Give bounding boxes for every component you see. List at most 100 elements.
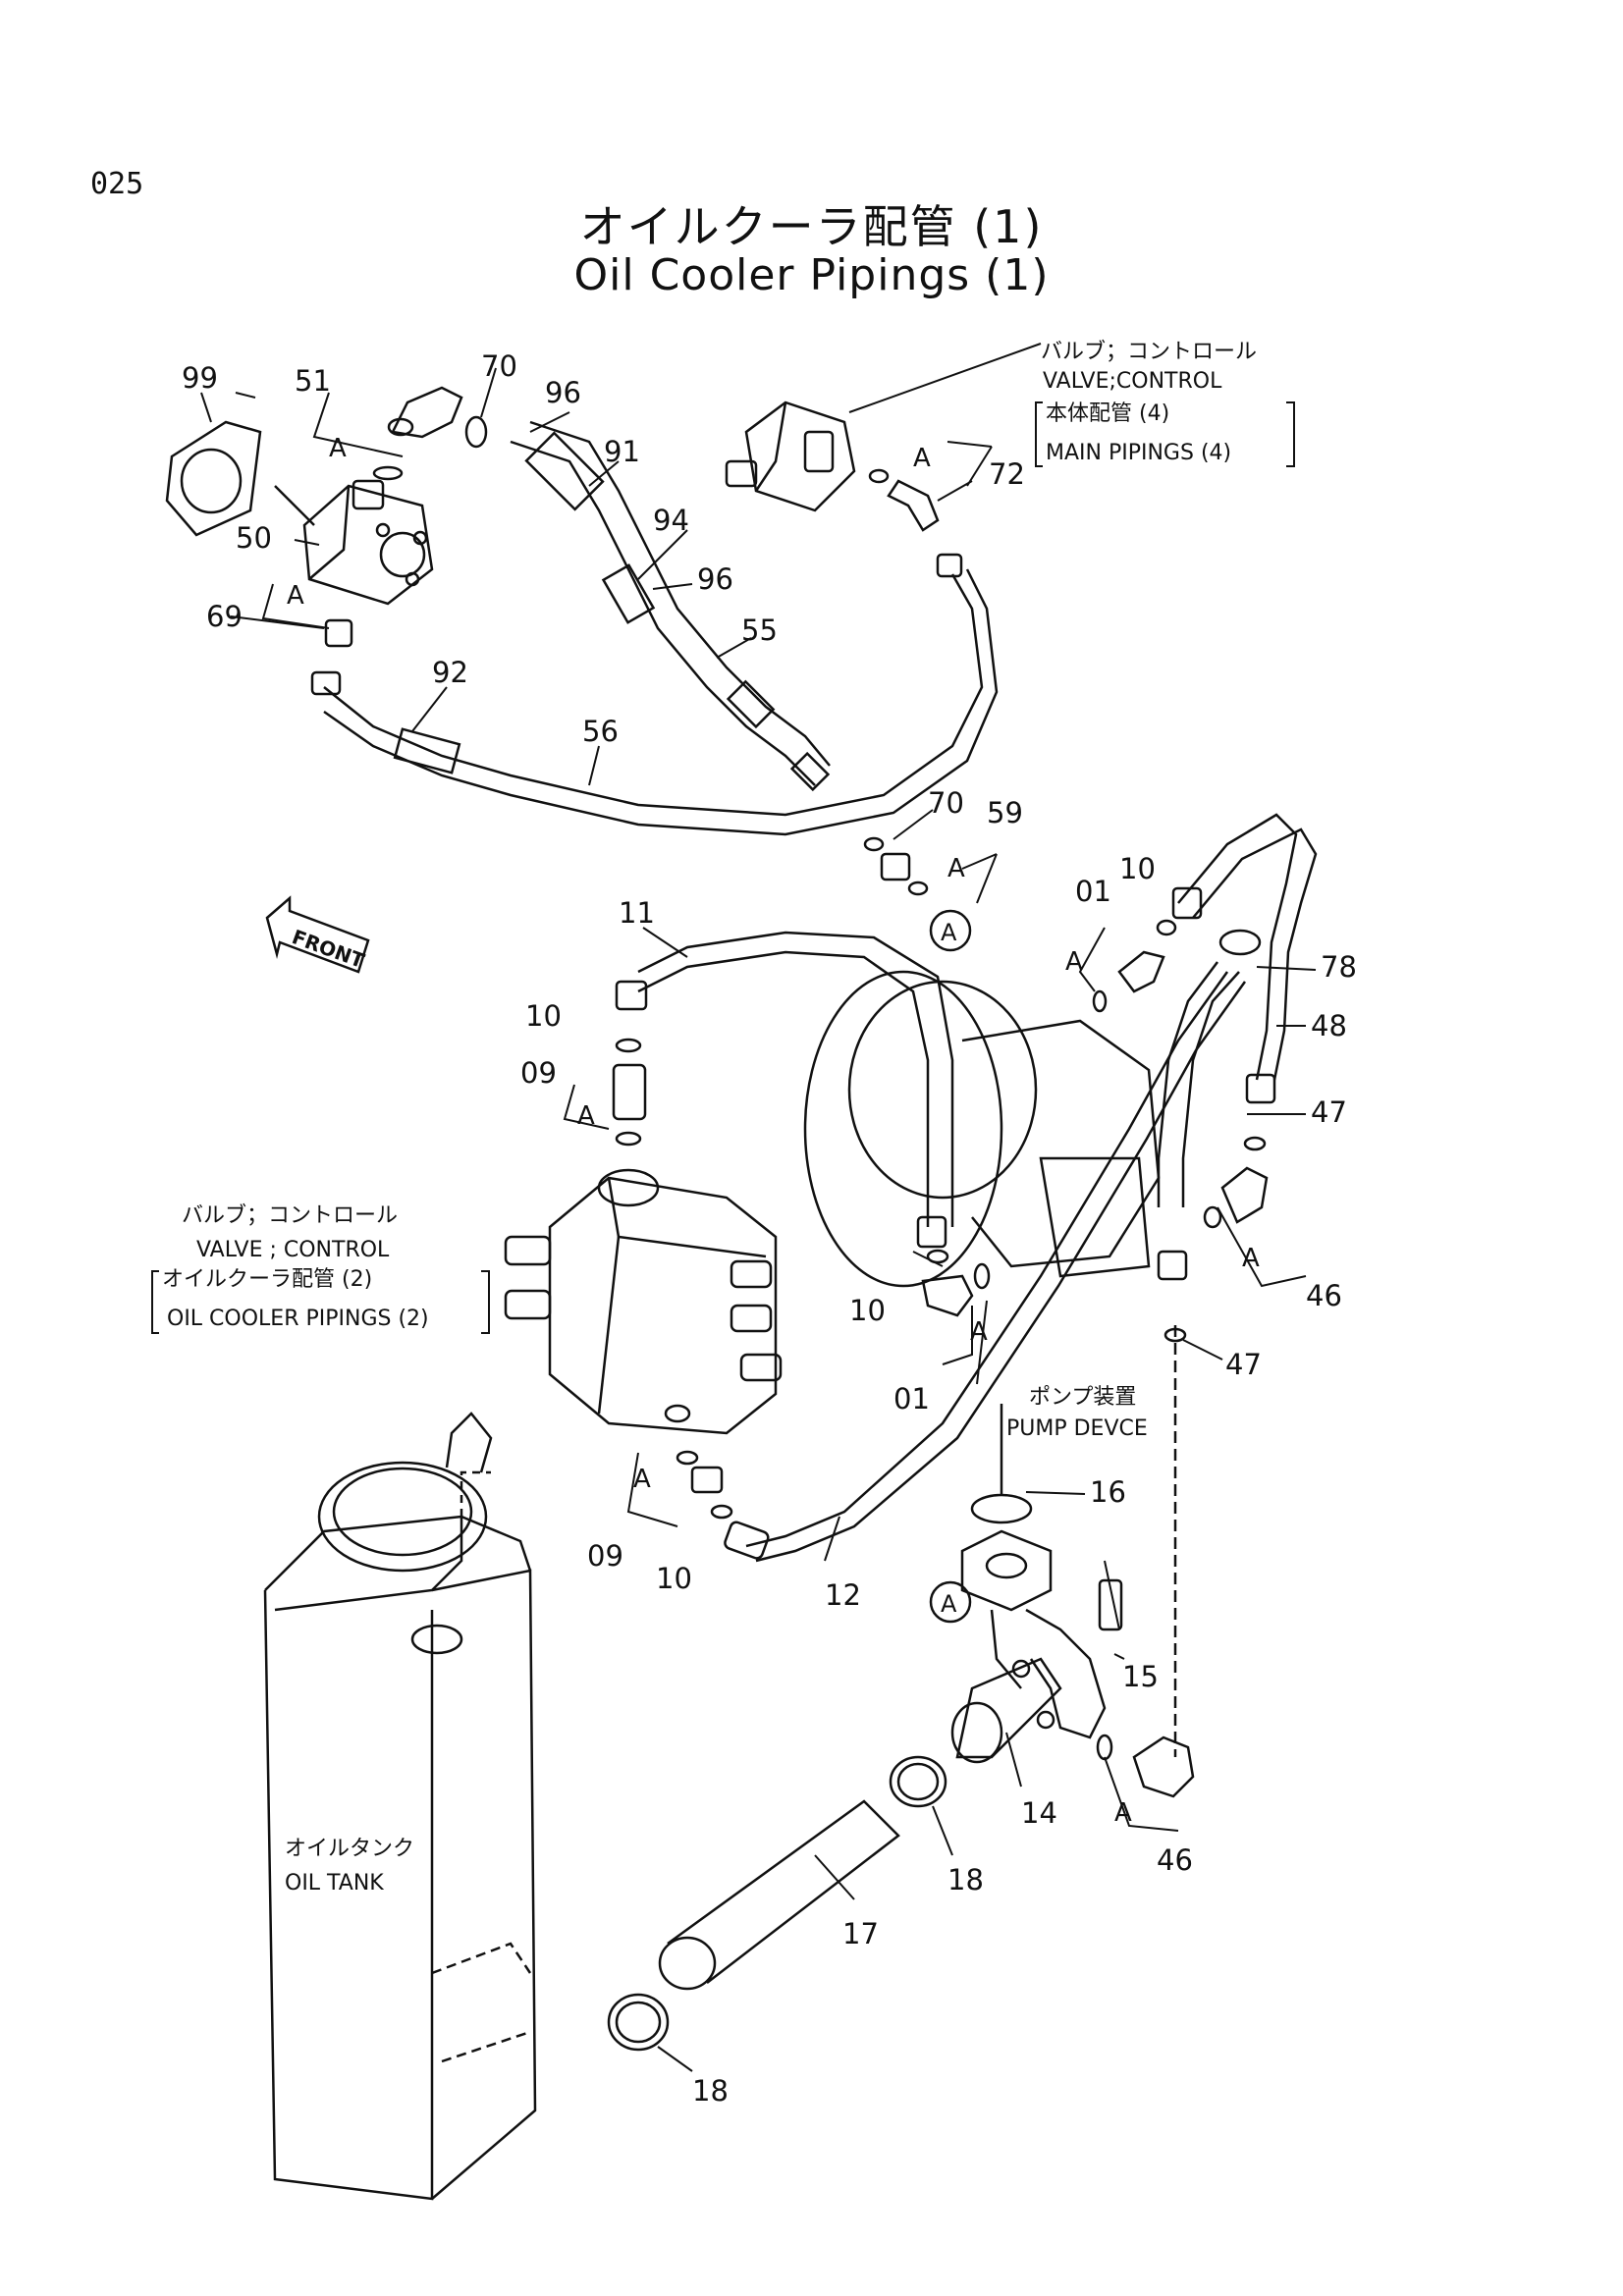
- bolt-15: [1098, 1578, 1123, 1631]
- part-number-56: 56: [582, 715, 619, 748]
- part-number-labels: 99 51 70 96 91 94 96 50 69 55 92 56 72 7…: [182, 349, 1357, 2108]
- part-number-51: 51: [295, 364, 331, 398]
- fitting-09-mid: [612, 1063, 647, 1121]
- part-number-09-b: 09: [587, 1539, 623, 1573]
- part-number-99: 99: [182, 361, 218, 395]
- note-pump-en: PUMP DEVCE: [1006, 1416, 1148, 1441]
- leader-lines: [200, 343, 1317, 2072]
- clamp-18-upper: [889, 1755, 947, 1808]
- ref-a-label-46-lower: A: [1114, 1798, 1132, 1828]
- fitting-69: [324, 618, 353, 648]
- part-number-55: 55: [741, 614, 778, 647]
- note-main-pipings-en: MAIN PIPINGS (4): [1046, 441, 1231, 465]
- oring-09-seal: [615, 1131, 642, 1147]
- bracket-lines: [261, 392, 1307, 1832]
- front-arrow: [265, 895, 370, 974]
- part-number-70-top: 70: [481, 349, 517, 383]
- note-oil-cooler-en: OIL COOLER PIPINGS (2): [167, 1307, 429, 1331]
- hose-56: [310, 553, 999, 836]
- part-number-01-a: 01: [1075, 875, 1111, 908]
- fitting-09-lower: [664, 1404, 733, 1520]
- part-number-10-c: 10: [849, 1294, 886, 1327]
- rubber-hose-17: [658, 1799, 900, 1991]
- part-number-94: 94: [653, 504, 689, 537]
- part-number-50: 50: [236, 521, 272, 555]
- ref-a-label-69: A: [287, 581, 304, 611]
- circle-ref-a-lower: [929, 1580, 972, 1624]
- part-number-16: 16: [1090, 1475, 1126, 1509]
- part-number-78: 78: [1321, 950, 1357, 984]
- ref-a-label-01-upper: A: [1065, 947, 1083, 977]
- oring-16: [970, 1493, 1033, 1524]
- flange-pipe-14: [950, 1529, 1107, 1764]
- part-number-46-b: 46: [1157, 1843, 1193, 1877]
- circle-ref-a-top: [929, 909, 972, 952]
- part-number-47-b: 47: [1225, 1348, 1262, 1381]
- part-number-69: 69: [206, 600, 243, 633]
- ref-a-label-09-upper: A: [577, 1101, 595, 1131]
- ref-a-label-51: A: [329, 434, 347, 463]
- part-number-10-d: 10: [656, 1562, 692, 1595]
- note-tank-en: OIL TANK: [285, 1871, 384, 1896]
- hose-46-vertical: [1157, 961, 1240, 1757]
- part-number-47-a: 47: [1311, 1095, 1347, 1129]
- control-valve-left: [504, 1168, 783, 1435]
- part-number-70-mid: 70: [928, 786, 964, 820]
- ref-a-labels: A A A A A A A A A A: [287, 434, 1260, 1828]
- note-brackets: [151, 401, 1295, 1334]
- elbow-fitting-46-lower: [1096, 1734, 1195, 1798]
- ref-a-label-01-lower: A: [970, 1317, 988, 1347]
- note-main-pipings-jp: 本体配管 (4): [1046, 401, 1169, 426]
- note-oil-cooler-jp: オイルクーラ配管 (2): [162, 1267, 372, 1292]
- ref-a-label-72: A: [913, 444, 931, 473]
- circle-ref-a-lower-label: A: [941, 1590, 957, 1618]
- elbow-fitting-72: [868, 468, 940, 532]
- part-number-59: 59: [987, 796, 1023, 829]
- part-number-17: 17: [842, 1917, 879, 1950]
- part-number-48: 48: [1311, 1009, 1347, 1042]
- fitting-59: [863, 836, 929, 896]
- elbow-fitting-46-right: [1203, 1136, 1269, 1229]
- hose-11: [615, 931, 954, 1249]
- part-number-46-a: 46: [1306, 1279, 1342, 1312]
- part-number-96-top: 96: [545, 376, 581, 409]
- pump-device: [803, 970, 1161, 1288]
- ref-a-label-46-right: A: [1242, 1244, 1260, 1273]
- part-number-10-b: 10: [1119, 852, 1156, 885]
- part-number-91: 91: [604, 435, 640, 468]
- page-number: 025: [90, 167, 144, 201]
- part-number-01-b: 01: [893, 1382, 930, 1415]
- note-valve-top-en: VALVE;CONTROL: [1043, 369, 1222, 394]
- oring-70-top: [464, 415, 488, 449]
- gasket-99: [165, 420, 262, 537]
- oring-47-lower: [1163, 1327, 1187, 1343]
- hose-91: [510, 420, 831, 792]
- clamp-78: [1218, 929, 1262, 956]
- control-valve-top: [725, 400, 856, 512]
- note-pump-jp: ポンプ装置: [1029, 1385, 1136, 1410]
- part-number-12: 12: [825, 1578, 861, 1612]
- hose-48: [1171, 813, 1318, 1104]
- part-number-72: 72: [989, 457, 1025, 491]
- clamp-18-lower: [607, 1993, 670, 2052]
- elbow-fitting-01-lower: [921, 1249, 991, 1317]
- oil-tank: [263, 1412, 537, 2201]
- note-valve-left-en: VALVE ; CONTROL: [196, 1238, 390, 1262]
- pump-part-50: [274, 479, 434, 606]
- part-number-14: 14: [1021, 1796, 1057, 1830]
- note-tank-jp: オイルタンク: [285, 1837, 414, 1861]
- ref-a-label-09-lower: A: [633, 1465, 651, 1494]
- ref-a-label-59: A: [947, 854, 965, 883]
- notes: バルブ；コントロール VALVE;CONTROL 本体配管 (4) MAIN P…: [162, 340, 1257, 1896]
- part-number-15: 15: [1122, 1660, 1159, 1693]
- part-number-92: 92: [432, 656, 468, 689]
- part-number-09-a: 09: [520, 1056, 557, 1090]
- part-number-11: 11: [619, 896, 655, 930]
- note-valve-left-jp: バルブ；コントロール: [182, 1203, 398, 1228]
- front-arrow-label: FRONT: [289, 925, 367, 973]
- title-english: Oil Cooler Pipings (1): [573, 250, 1050, 300]
- elbow-fitting-51: [372, 386, 463, 481]
- part-number-18-lower: 18: [692, 2074, 729, 2108]
- elbow-fitting-01-upper: [1092, 919, 1177, 1013]
